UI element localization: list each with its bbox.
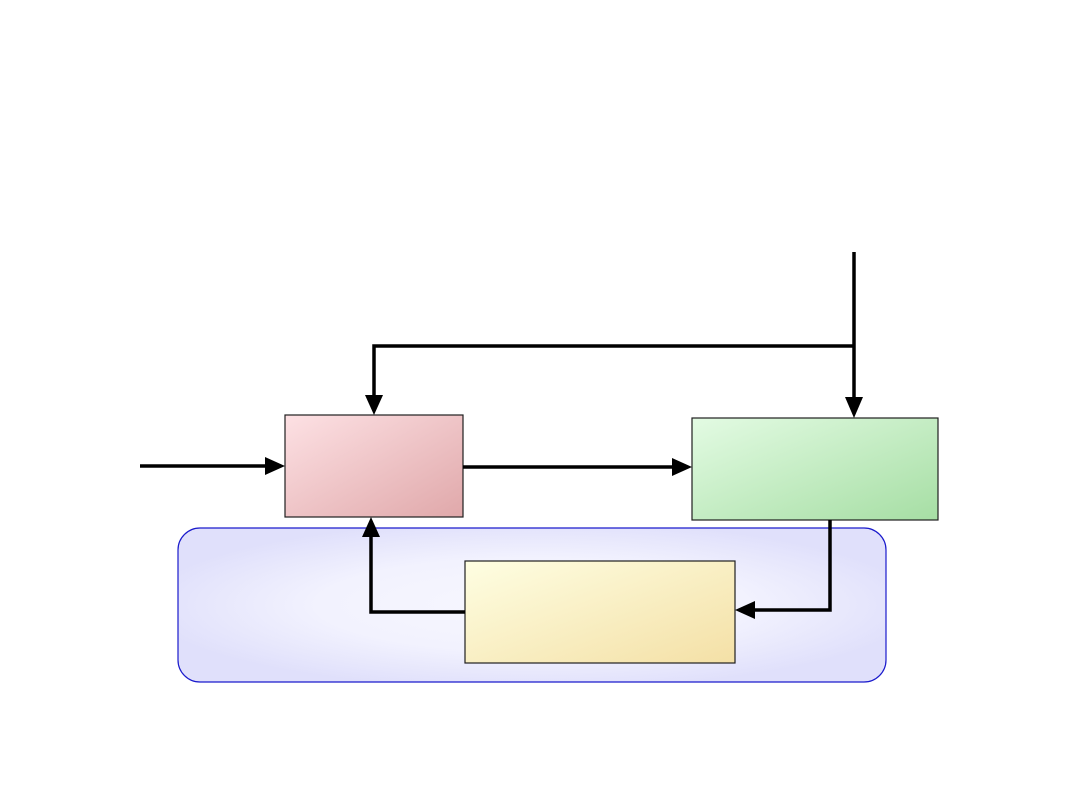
branch-line [372,344,854,398]
block-right [691,417,939,521]
arrowhead-feedback-bottom [735,601,755,619]
block-left [284,414,464,518]
arrowhead-input [265,457,285,475]
arrowhead-forward [672,458,692,476]
arrowhead-feedback-left [362,517,380,537]
arrowhead-top-right [845,397,863,418]
arrowhead-top-left [365,395,383,415]
feedback-right-line [752,520,832,612]
block-bottom [464,560,736,664]
feedback-left-line [369,535,465,614]
